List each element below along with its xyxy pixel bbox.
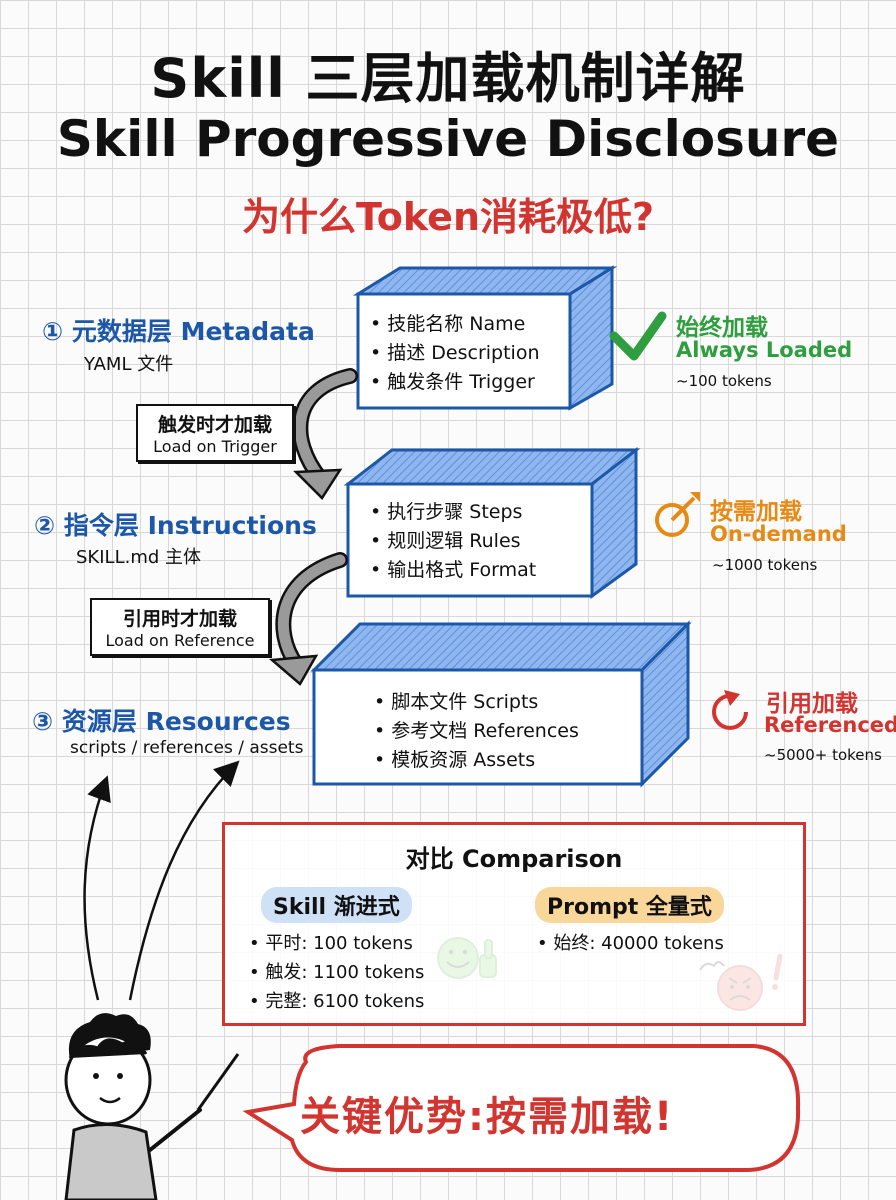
load-mode-en: Referenced bbox=[764, 713, 896, 737]
list-item: 模板资源 Assets bbox=[374, 746, 579, 775]
layer-sub-resources: scripts / references / assets bbox=[70, 738, 304, 758]
check-icon bbox=[609, 311, 667, 361]
layer-sub-instructions: SKILL.md 主体 bbox=[76, 547, 201, 568]
comparison-title: 对比 Comparison bbox=[405, 845, 623, 873]
skill-list: 平时: 100 tokens 触发: 1100 tokens 完整: 6100 … bbox=[249, 929, 424, 1016]
token-count: ~5000+ tokens bbox=[764, 746, 882, 764]
prompt-pill: Prompt 全量式 bbox=[535, 887, 724, 923]
list-item: 参考文档 References bbox=[374, 717, 579, 746]
speech-bubble bbox=[242, 1044, 801, 1172]
refresh-icon bbox=[712, 690, 748, 730]
list-item: 执行步骤 Steps bbox=[370, 498, 536, 527]
layer-label-metadata: ① 元数据层 Metadata bbox=[42, 317, 315, 346]
metadata-items: 技能名称 Name 描述 Description 触发条件 Trigger bbox=[370, 310, 540, 397]
list-item: 始终: 40000 tokens bbox=[537, 929, 723, 958]
main-title: Skill 三层加载机制详解 bbox=[150, 47, 746, 110]
list-item: 完整: 6100 tokens bbox=[249, 987, 424, 1016]
list-item: 技能名称 Name bbox=[370, 310, 540, 339]
comparison-panel: 对比 Comparison Skill 渐进式 平时: 100 tokens 触… bbox=[222, 822, 806, 1026]
transition-en: Load on Trigger bbox=[153, 437, 277, 456]
main-title-english: Skill Progressive Disclosure bbox=[56, 110, 840, 168]
prompt-list: 始终: 40000 tokens bbox=[537, 929, 723, 958]
list-item: 触发条件 Trigger bbox=[370, 368, 540, 397]
load-mode-en: Always Loaded bbox=[676, 338, 853, 362]
stick-figure-teacher bbox=[64, 1013, 240, 1200]
skill-pill: Skill 渐进式 bbox=[261, 887, 412, 923]
curved-arrow-icon bbox=[268, 552, 348, 686]
target-arrow-icon bbox=[655, 492, 700, 537]
layer-sub-metadata: YAML 文件 bbox=[84, 354, 174, 375]
list-item: 脚本文件 Scripts bbox=[374, 688, 579, 717]
load-mode-zh: 始终加载 bbox=[676, 315, 768, 341]
load-mode-en: On-demand bbox=[710, 522, 847, 546]
layer-label-instructions: ② 指令层 Instructions bbox=[34, 511, 317, 540]
transition-tag-reference: 引用时才加载 Load on Reference bbox=[90, 598, 270, 656]
token-count: ~100 tokens bbox=[676, 372, 772, 390]
resource-items: 脚本文件 Scripts 参考文档 References 模板资源 Assets bbox=[374, 688, 579, 775]
list-item: 平时: 100 tokens bbox=[249, 929, 424, 958]
load-mode-zh: 引用加载 bbox=[766, 691, 858, 717]
up-arrow-icon bbox=[128, 760, 240, 1001]
list-item: 输出格式 Format bbox=[370, 556, 536, 585]
instruction-items: 执行步骤 Steps 规则逻辑 Rules 输出格式 Format bbox=[370, 498, 536, 585]
transition-en: Load on Reference bbox=[105, 631, 255, 650]
transition-zh: 引用时才加载 bbox=[122, 608, 237, 630]
list-item: 描述 Description bbox=[370, 339, 539, 368]
token-count: ~1000 tokens bbox=[712, 556, 818, 574]
curved-arrow-icon bbox=[292, 368, 358, 500]
load-mode-zh: 按需加载 bbox=[710, 499, 802, 525]
callout-text: 关键优势:按需加载! bbox=[300, 1094, 675, 1140]
list-item: 规则逻辑 Rules bbox=[370, 527, 536, 556]
transition-zh: 触发时才加载 bbox=[157, 414, 272, 436]
transition-tag-trigger: 触发时才加载 Load on Trigger bbox=[136, 404, 294, 462]
up-arrow-icon bbox=[83, 775, 111, 1001]
layer-label-resources: ③ 资源层 Resources bbox=[32, 707, 291, 736]
list-item: 触发: 1100 tokens bbox=[249, 958, 424, 987]
subtitle: 为什么Token消耗极低? bbox=[241, 195, 655, 239]
